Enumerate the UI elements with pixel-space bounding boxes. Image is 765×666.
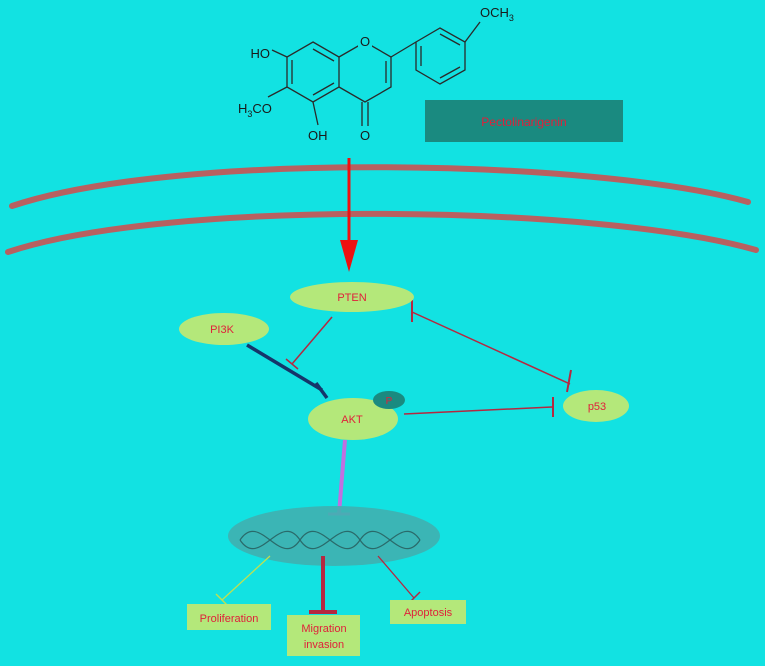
pi3k-akt-bar [314,381,329,400]
proliferation-label: Proliferation [200,613,259,625]
membrane-outer [9,164,751,209]
apoptosis-box [390,600,466,624]
akt-label: AKT [341,414,363,426]
pten-inhibit-bar [285,358,299,370]
p53-label: p53 [588,401,606,413]
pi3k-akt-edge [246,343,323,392]
dna-apoptosis-edge [377,555,415,599]
migration-label-line1: Migration [301,623,346,635]
pten-p53-bar-right [566,369,572,393]
compound-name: Pectolinarigenin [481,115,566,129]
carbonyl-oxygen-label: O [360,128,370,143]
dna-proliferation-edge [221,555,271,601]
membrane-inner [5,210,759,255]
chemical-structure [267,21,481,126]
hydroxyl-top-label: HO [251,46,271,61]
ring-oxygen-backdrop [358,34,372,48]
ring-oxygen-label: O [360,34,370,49]
pten-label: PTEN [337,292,366,304]
p53-node [563,390,629,422]
pten-inhibits-edge [291,316,333,365]
pten-node [290,282,414,312]
migration-label-line2: invasion [304,639,344,651]
compound-name-box [425,100,623,142]
akt-p53-edge [403,406,553,415]
pten-p53-edge [411,311,571,385]
akt-node [308,398,398,440]
pi3k-node [179,313,269,345]
phospho-node [373,391,405,409]
dna-helix-icon [239,530,421,550]
activation-arrow-head [340,240,358,272]
proliferation-box [187,604,271,630]
akt-dna-edge [337,439,347,515]
migration-box [287,615,360,656]
pi3k-label: PI3K [210,324,235,336]
hydroxyl-bottom-label: OH [308,128,328,143]
methoxy-left-label: H3CO [238,101,272,119]
phospho-label: P [386,396,393,407]
methoxy-top-label: OCH3 [480,5,514,23]
nucleus-cloud [228,506,440,566]
apoptosis-label: Apoptosis [404,607,453,619]
